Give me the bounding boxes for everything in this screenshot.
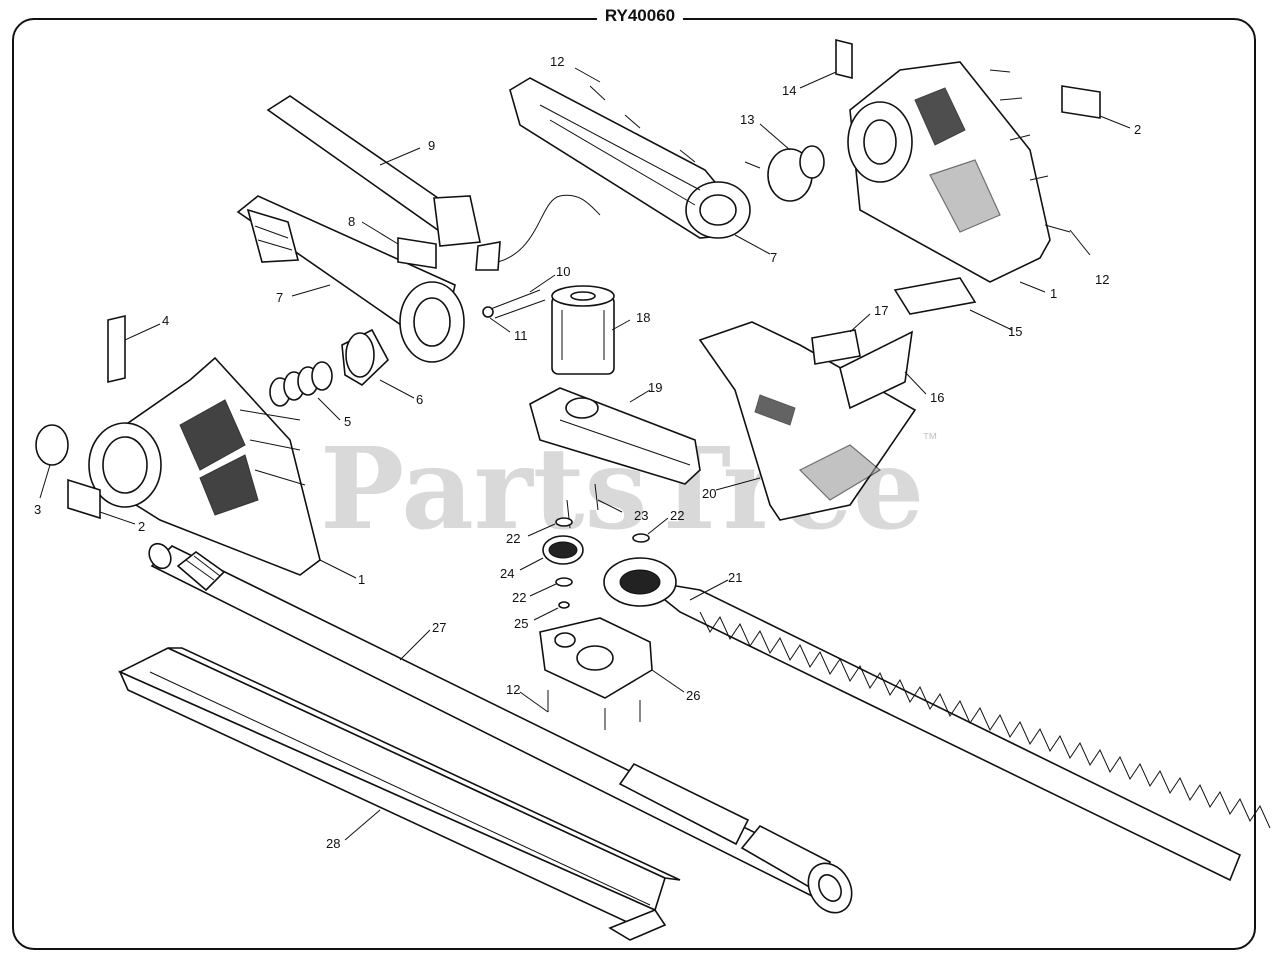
part-1-housing-right[interactable] [847, 61, 1071, 283]
callout-6: 6 [416, 392, 423, 407]
callout-13: 13 [740, 112, 754, 127]
part-22-washer-c[interactable] [555, 577, 573, 587]
part-24-gear[interactable] [542, 535, 584, 565]
callout-15: 15 [1008, 324, 1022, 339]
part-12-screws-bottom[interactable] [547, 690, 641, 730]
callout-28: 28 [326, 836, 340, 851]
callout-7-top: 7 [770, 250, 777, 265]
callout-1-left: 1 [358, 572, 365, 587]
callout-17: 17 [874, 303, 888, 318]
callout-labels: 12 14 13 2 12 1 7 9 8 7 10 11 18 4 5 6 1… [34, 54, 1141, 851]
part-3-cap[interactable] [35, 424, 69, 466]
callout-12-bottom: 12 [506, 682, 520, 697]
diagram-title: RY40060 [0, 6, 1280, 26]
callout-19: 19 [648, 380, 662, 395]
part-5-spring[interactable] [269, 361, 333, 407]
part-16-label[interactable] [839, 330, 914, 410]
callout-18: 18 [636, 310, 650, 325]
part-8-block[interactable] [397, 237, 437, 269]
part-2-label-right[interactable] [1061, 85, 1101, 119]
callout-26: 26 [686, 688, 700, 703]
callout-1-right: 1 [1050, 286, 1057, 301]
part-7-handle-left[interactable] [236, 195, 465, 363]
part-7-handle-right[interactable] [509, 77, 751, 239]
part-22-washer-b[interactable] [632, 533, 650, 543]
callout-3: 3 [34, 502, 41, 517]
part-2-label-left[interactable] [67, 478, 101, 520]
callout-7-left: 7 [276, 290, 283, 305]
callout-25: 25 [514, 616, 528, 631]
part-15-label[interactable] [893, 277, 977, 315]
callout-11: 11 [514, 328, 528, 343]
callout-10: 10 [556, 264, 570, 279]
part-21-blade[interactable] [603, 557, 1271, 882]
callout-5: 5 [344, 414, 351, 429]
callout-9: 9 [428, 138, 435, 153]
callout-22-b: 22 [670, 508, 684, 523]
callout-24: 24 [500, 566, 514, 581]
callout-4: 4 [162, 313, 169, 328]
part-28-channel[interactable] [118, 647, 681, 941]
part-12-screws-top[interactable] [589, 85, 761, 169]
callout-23: 23 [634, 508, 648, 523]
callout-21: 21 [728, 570, 742, 585]
part-6-trigger[interactable] [341, 328, 389, 386]
part-1-housing-left[interactable] [88, 356, 321, 576]
part-11-screws[interactable] [482, 289, 546, 319]
leader-lines [39, 67, 1131, 841]
part-27-shaft[interactable] [145, 540, 860, 921]
callout-12-top: 12 [550, 54, 564, 69]
model-number: RY40060 [596, 6, 684, 25]
part-25-pin[interactable] [558, 601, 570, 609]
callout-27: 27 [432, 620, 446, 635]
callout-22-c: 22 [512, 590, 526, 605]
part-17-label[interactable] [811, 329, 861, 365]
callout-2-left: 2 [138, 519, 145, 534]
callout-2-right: 2 [1134, 122, 1141, 137]
part-9-switch-tube[interactable] [266, 95, 601, 271]
callout-8: 8 [348, 214, 355, 229]
callout-14: 14 [782, 83, 796, 98]
callout-16: 16 [930, 390, 944, 405]
part-14-label[interactable] [835, 38, 853, 80]
part-22-washer-a[interactable] [555, 517, 573, 527]
trademark-symbol: ™ [922, 431, 938, 448]
callout-20: 20 [702, 486, 716, 501]
part-20-guard[interactable] [698, 321, 917, 521]
callout-22-a: 22 [506, 531, 520, 546]
callout-12-right: 12 [1095, 272, 1109, 287]
part-4-label[interactable] [107, 314, 126, 384]
part-26-gear-cover[interactable] [539, 617, 653, 699]
part-13-bearing[interactable] [767, 145, 825, 202]
part-19-gear-housing[interactable] [529, 387, 701, 485]
part-18-motor[interactable] [551, 285, 615, 375]
